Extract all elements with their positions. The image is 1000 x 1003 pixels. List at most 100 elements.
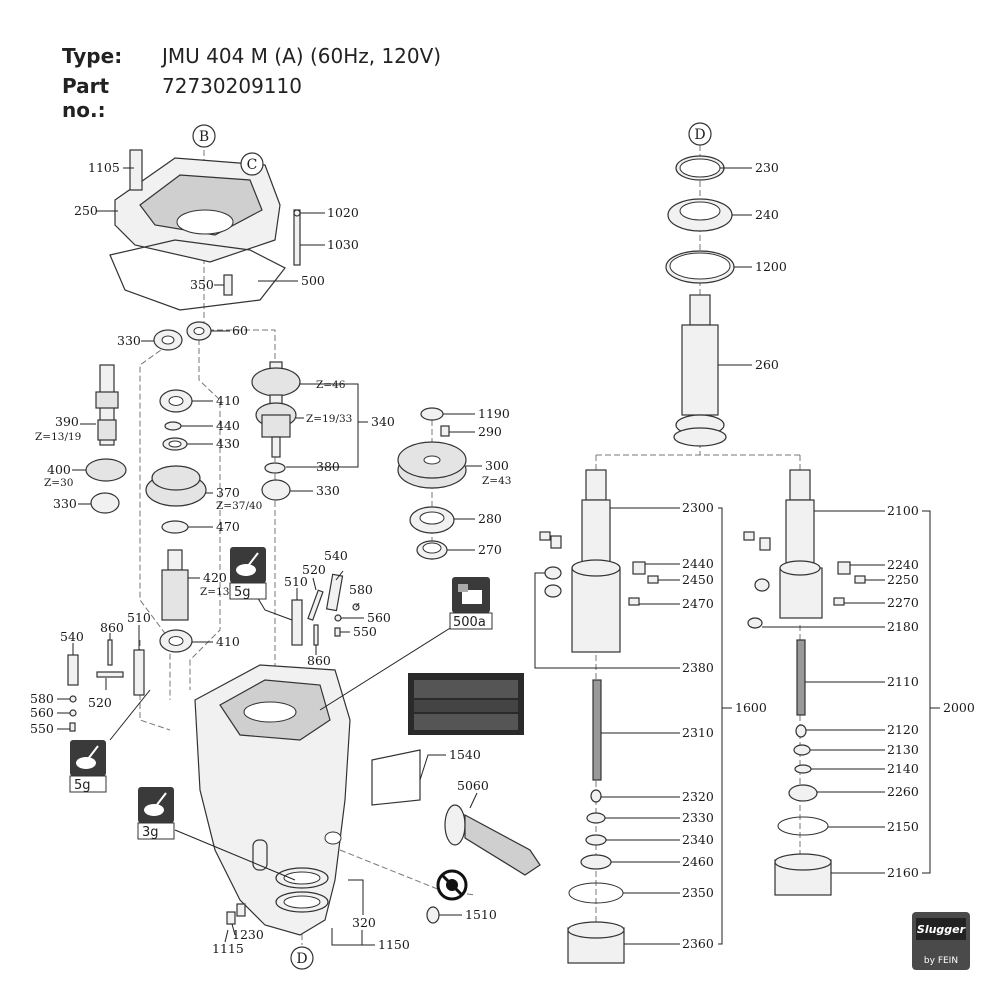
grease-badge-5g-b: 5g xyxy=(69,740,107,793)
spring-560b xyxy=(334,614,342,622)
label-2180: 2180 xyxy=(887,619,919,634)
svg-text:5g: 5g xyxy=(234,585,251,600)
label-430: 430 xyxy=(216,436,240,451)
label-250: 250 xyxy=(74,203,98,218)
label-2270: 2270 xyxy=(887,595,919,610)
label-1150: 1150 xyxy=(378,937,410,952)
left-bearings xyxy=(145,321,212,653)
grease-badge-500a: 500a xyxy=(449,577,493,630)
ring-380 xyxy=(264,462,286,474)
svg-text:by FEIN: by FEIN xyxy=(924,956,958,966)
slugger-logo: Slugger by FEIN xyxy=(912,912,970,970)
svg-text:Slugger: Slugger xyxy=(917,923,966,936)
label-560a: 560 xyxy=(30,705,54,720)
label-270: 270 xyxy=(478,542,502,557)
label-420: 420 xyxy=(203,570,227,585)
spring-2310 xyxy=(592,679,602,781)
marker-d-bottom: D xyxy=(290,946,314,970)
label-500: 500 xyxy=(301,273,325,288)
grease-tub-icon xyxy=(236,552,259,576)
label-330c: 330 xyxy=(316,483,340,498)
part-value: 72730209110 xyxy=(162,74,302,98)
label-1230: 1230 xyxy=(232,927,264,942)
label-2380: 2380 xyxy=(682,660,714,675)
label-1510: 1510 xyxy=(465,907,497,922)
info-plate-1540 xyxy=(371,673,524,806)
label-580b: 580 xyxy=(349,582,373,597)
plug-550b xyxy=(334,627,341,637)
label-860b: 860 xyxy=(307,653,331,668)
gear-stack-300 xyxy=(397,407,467,560)
leader-lines xyxy=(57,167,940,946)
label-330a: 330 xyxy=(117,333,141,348)
label-2350: 2350 xyxy=(682,885,714,900)
pin-1020 xyxy=(293,209,301,217)
label-2160: 2160 xyxy=(887,865,919,880)
chuck-2300 xyxy=(539,469,659,653)
grease-tub-icon xyxy=(144,792,167,816)
label-2330: 2330 xyxy=(682,810,714,825)
label-z46: Z=46 xyxy=(316,379,346,391)
gear-housing-250 xyxy=(109,149,286,311)
label-1190: 1190 xyxy=(478,406,510,421)
label-290: 290 xyxy=(478,424,502,439)
label-2100: 2100 xyxy=(887,503,919,518)
svg-text:C: C xyxy=(247,157,258,173)
pin-520a xyxy=(96,671,124,678)
pin-860b xyxy=(313,624,319,646)
lever-540b xyxy=(325,573,344,612)
label-520a: 520 xyxy=(88,695,112,710)
gear-400 xyxy=(85,458,127,482)
gear-assembly-340 xyxy=(251,361,301,458)
shaft-390 xyxy=(95,364,119,446)
label-2240: 2240 xyxy=(887,557,919,572)
label-410b: 410 xyxy=(216,634,240,649)
label-2110: 2110 xyxy=(887,674,919,689)
lower-stack-2000 xyxy=(774,724,832,896)
label-1020: 1020 xyxy=(327,205,359,220)
label-2250: 2250 xyxy=(887,572,919,587)
label-2460: 2460 xyxy=(682,854,714,869)
label-230: 230 xyxy=(755,160,779,175)
label-2140: 2140 xyxy=(887,761,919,776)
spindle-stack xyxy=(665,155,735,447)
svg-text:D: D xyxy=(694,127,705,143)
label-2360: 2360 xyxy=(682,936,714,951)
label-z30: Z=30 xyxy=(44,477,73,489)
oring-1510 xyxy=(426,906,440,924)
type-key: Type: xyxy=(62,44,123,68)
label-510b: 510 xyxy=(284,574,308,589)
label-320: 320 xyxy=(352,915,376,930)
main-housing xyxy=(194,664,351,936)
label-2000: 2000 xyxy=(943,700,975,715)
label-2310: 2310 xyxy=(682,725,714,740)
label-1540: 1540 xyxy=(449,747,481,762)
spring-2110 xyxy=(796,639,806,716)
label-2300: 2300 xyxy=(682,500,714,515)
label-260: 260 xyxy=(755,357,779,372)
label-2470: 2470 xyxy=(682,596,714,611)
label-2320: 2320 xyxy=(682,789,714,804)
label-z43: Z=43 xyxy=(482,475,511,487)
pin-520b xyxy=(307,589,324,621)
label-390: 390 xyxy=(55,414,79,429)
svg-text:500a: 500a xyxy=(453,615,486,630)
bearing-330c xyxy=(261,479,291,501)
part-key: Part no.: xyxy=(62,74,110,122)
label-560b: 560 xyxy=(367,610,391,625)
svg-text:5g: 5g xyxy=(74,778,91,793)
label-1115: 1115 xyxy=(212,941,244,956)
label-2120: 2120 xyxy=(887,722,919,737)
label-540b: 540 xyxy=(324,548,348,563)
label-540a: 540 xyxy=(60,629,84,644)
grease-badge-5g-a: 5g xyxy=(229,547,267,600)
label-240: 240 xyxy=(755,207,779,222)
label-z1319: Z=13/19 xyxy=(35,431,81,443)
label-1200: 1200 xyxy=(755,259,787,274)
pin-510a xyxy=(133,649,145,696)
label-330b: 330 xyxy=(53,496,77,511)
no-grease-prohibited-icon xyxy=(436,869,468,901)
bearing-330b xyxy=(90,492,120,514)
label-340: 340 xyxy=(371,414,395,429)
label-z13: Z=13 xyxy=(200,586,229,598)
